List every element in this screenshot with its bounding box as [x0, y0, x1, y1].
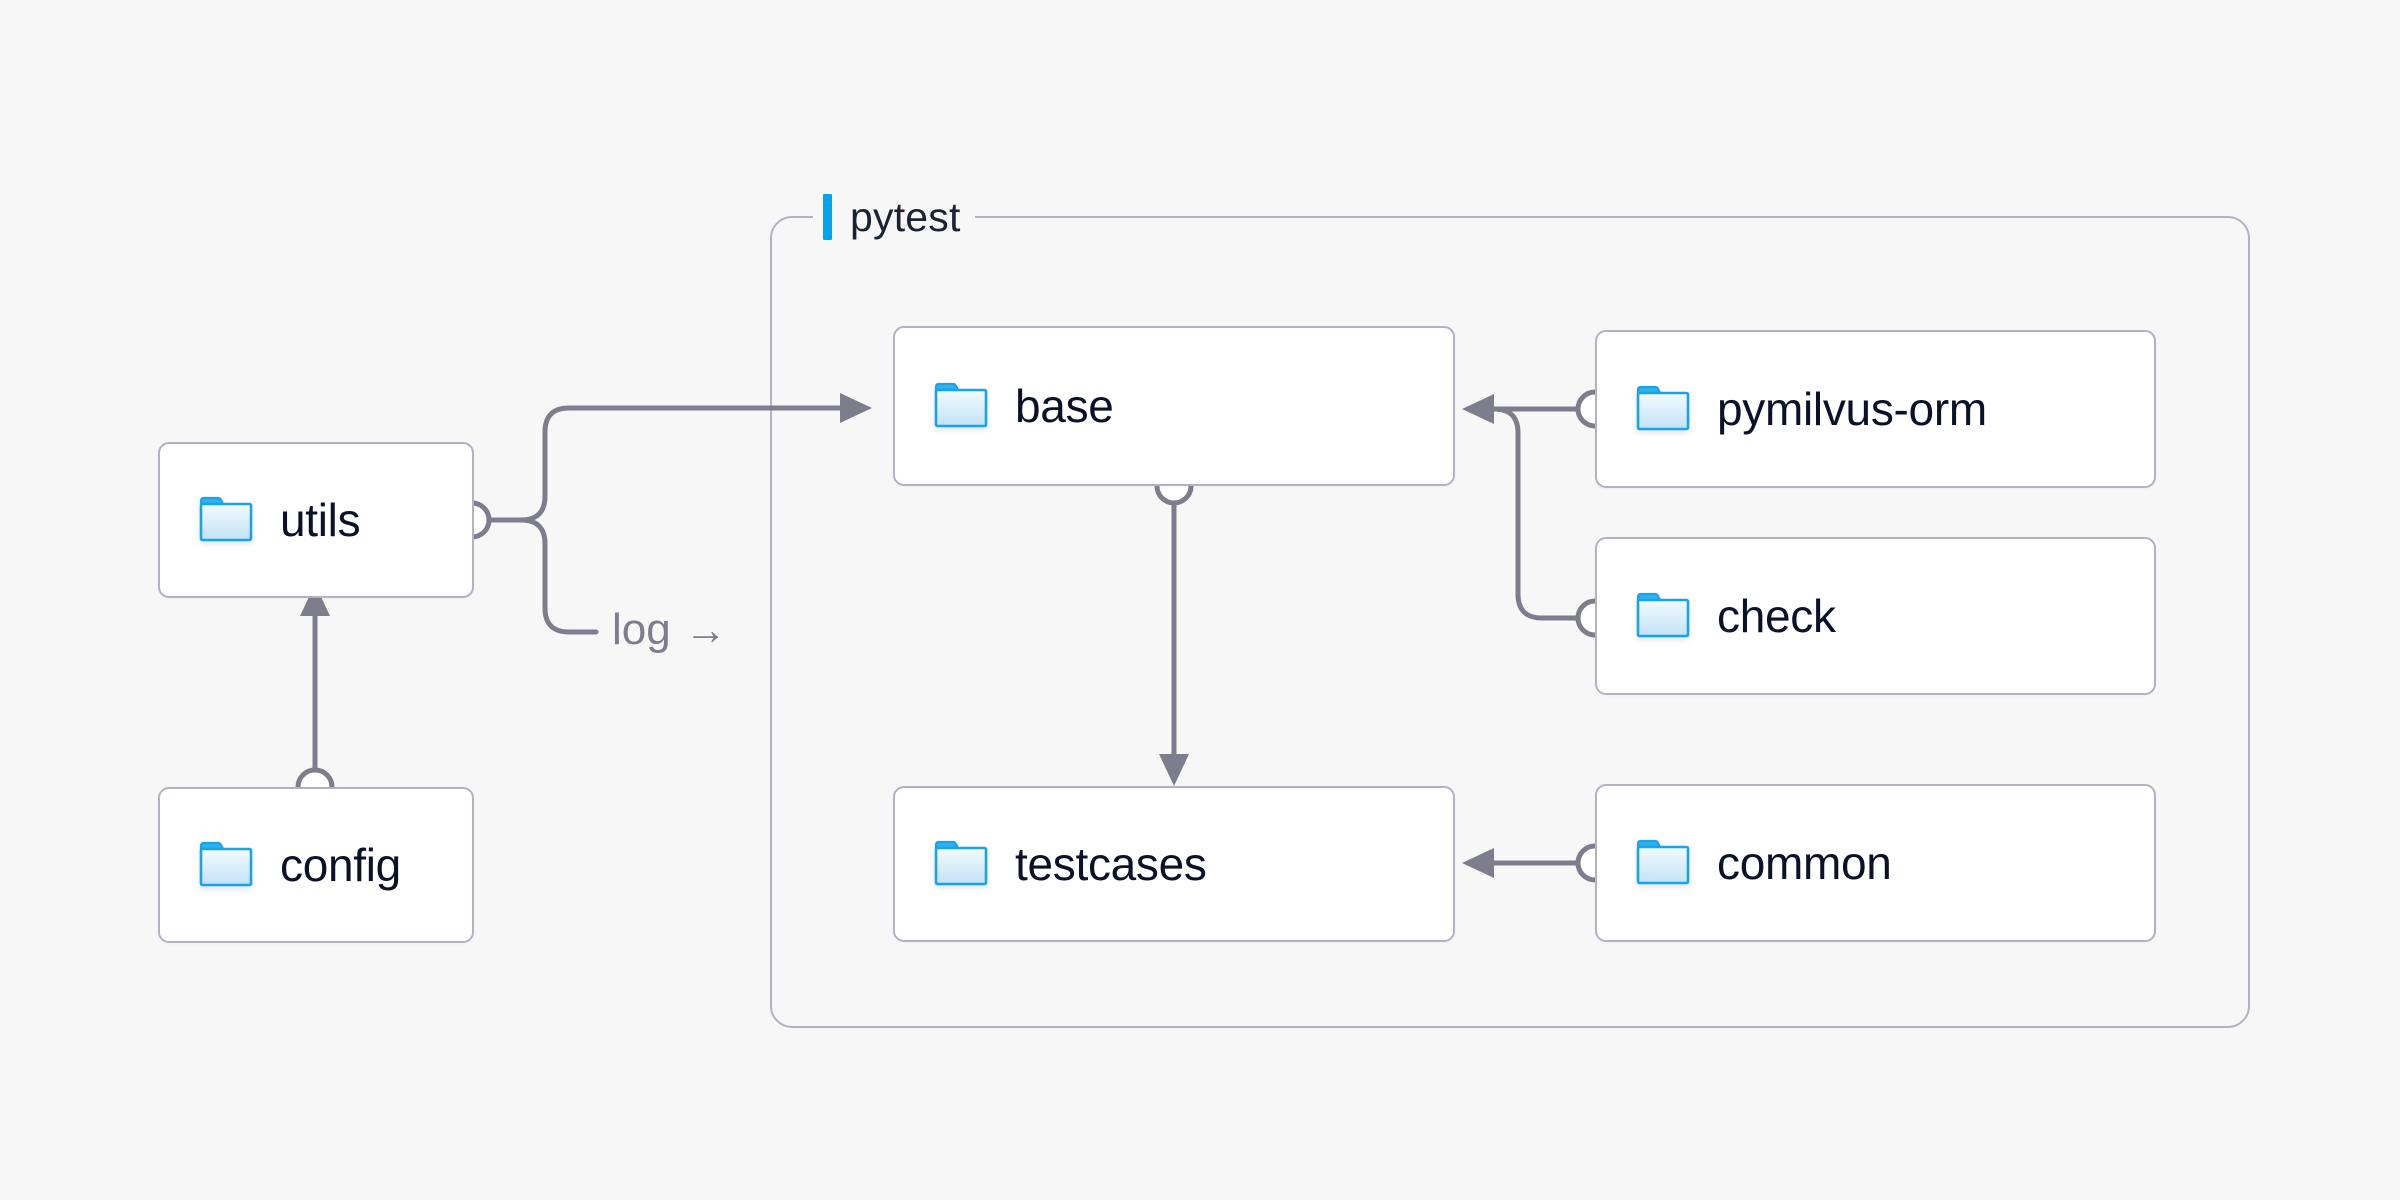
node-config-content: config [160, 838, 401, 892]
edge-label-log-text: log [612, 605, 671, 654]
group-title: pytest [850, 193, 961, 240]
folder-icon [199, 496, 253, 542]
node-common-label: common [1717, 837, 1892, 889]
node-check-label: check [1717, 590, 1836, 642]
node-base[interactable]: base [893, 326, 1455, 486]
folder-icon [1636, 592, 1690, 638]
edge-config-to-utils [295, 584, 335, 807]
group-pytest [770, 216, 2250, 1028]
node-pymilvus-orm[interactable]: pymilvus-orm [1595, 330, 2156, 488]
group-pytest-label: pytest [813, 190, 975, 244]
node-testcases[interactable]: testcases [893, 786, 1455, 942]
node-base-label: base [1015, 380, 1114, 432]
node-check-content: check [1597, 589, 1836, 643]
group-accent-bar [823, 194, 832, 240]
node-config-label: config [280, 839, 401, 891]
node-pymilvus-orm-label: pymilvus-orm [1717, 383, 1987, 435]
node-testcases-content: testcases [895, 837, 1207, 891]
edge-utils-to-log [486, 517, 599, 635]
node-utils-content: utils [160, 493, 361, 547]
folder-icon [1636, 385, 1690, 431]
node-testcases-label: testcases [1015, 838, 1207, 890]
node-utils[interactable]: utils [158, 442, 474, 598]
node-pymilvus-orm-content: pymilvus-orm [1597, 382, 1987, 436]
node-config[interactable]: config [158, 787, 474, 943]
folder-icon [934, 840, 988, 886]
folder-icon [199, 841, 253, 887]
node-common-content: common [1597, 836, 1892, 890]
node-utils-label: utils [280, 494, 361, 546]
node-common[interactable]: common [1595, 784, 2156, 942]
node-check[interactable]: check [1595, 537, 2156, 695]
arrow-right-icon: → [684, 606, 727, 653]
folder-icon [1636, 839, 1690, 885]
node-base-content: base [895, 379, 1114, 433]
folder-icon [934, 382, 988, 428]
edge-label-log: log → [604, 608, 735, 652]
